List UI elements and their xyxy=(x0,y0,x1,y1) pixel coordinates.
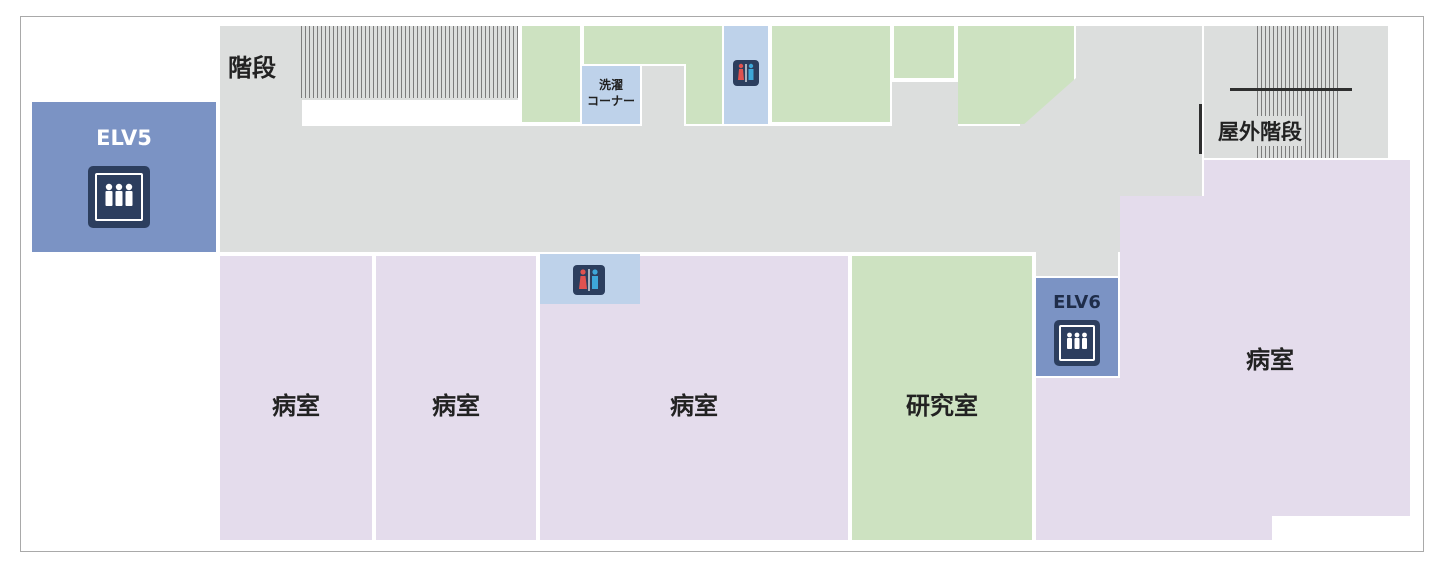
corridor-upper-right xyxy=(1076,26,1202,196)
ward-room-2-label: 病室 xyxy=(432,392,480,420)
corridor-notch-b xyxy=(892,82,958,128)
outdoor-stairs-door xyxy=(1199,104,1202,154)
restroom-icon xyxy=(573,265,605,295)
ward-room-1-label: 病室 xyxy=(272,392,320,420)
corridor-notch-a xyxy=(642,66,684,128)
ward-room-1 xyxy=(220,256,372,540)
map-frame xyxy=(20,16,1424,552)
stairs-treads xyxy=(298,26,518,98)
ward-room-2 xyxy=(376,256,536,540)
room-top-5 xyxy=(894,26,954,78)
ward-room-4-upper xyxy=(1120,196,1410,378)
corridor-right-spur xyxy=(1036,250,1118,276)
lab-room-label: 研究室 xyxy=(906,392,978,420)
ward-room-4-lower-right xyxy=(1272,378,1410,516)
main-corridor xyxy=(220,126,1202,252)
room-top-1 xyxy=(522,26,580,122)
laundry-label-line1: 洗濯 xyxy=(598,78,623,92)
laundry-corner xyxy=(582,66,640,124)
stairs-label: 階段 xyxy=(228,54,276,82)
room-top-3 xyxy=(686,64,722,124)
elv5-label: ELV5 xyxy=(96,126,152,150)
ward-room-4-right xyxy=(1204,160,1410,196)
elv6-label: ELV6 xyxy=(1053,292,1101,313)
room-top-2 xyxy=(584,26,722,64)
elevator-icon xyxy=(88,166,150,228)
lab-room xyxy=(852,256,1032,540)
outdoor-stairs-label: 屋外階段 xyxy=(1216,116,1304,146)
outdoor-stairs-landing-line xyxy=(1230,88,1352,91)
ward-room-3-label: 病室 xyxy=(670,392,718,420)
ward-room-4 xyxy=(1036,378,1272,540)
elevator-icon xyxy=(1054,320,1100,366)
restroom-icon xyxy=(733,60,759,86)
laundry-label-line2: コーナー xyxy=(586,94,635,108)
ward-room-4-label: 病室 xyxy=(1246,346,1294,374)
room-top-4 xyxy=(772,26,890,122)
